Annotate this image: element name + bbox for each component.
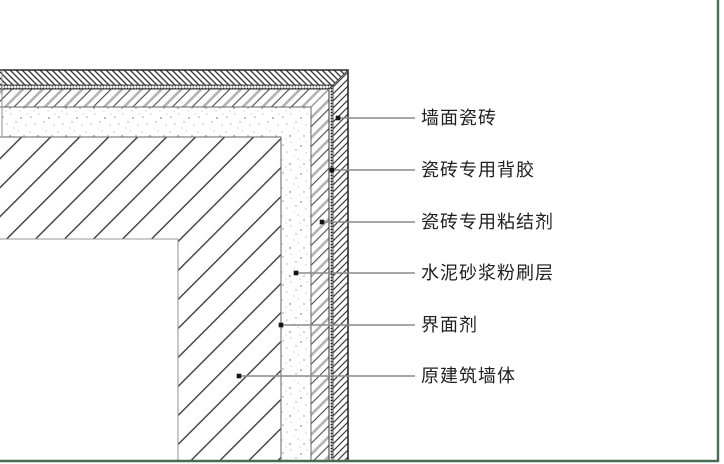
label-tile-back-glue: 瓷砖专用背胶 xyxy=(421,160,535,180)
wall-section-layers xyxy=(0,70,348,460)
marker-cement-mortar xyxy=(293,270,299,276)
layer-wall-tile-horizontal xyxy=(0,70,348,85)
layer-original-wall xyxy=(0,137,281,460)
adhesive-corner-miter xyxy=(310,88,330,108)
label-cement-mortar-plaster: 水泥砂浆粉刷层 xyxy=(421,263,554,283)
label-tile-adhesive: 瓷砖专用粘结剂 xyxy=(421,212,554,232)
layer-wall-tile-vertical xyxy=(333,70,348,460)
tile-corner-miter xyxy=(332,69,349,86)
callout-markers xyxy=(236,115,341,379)
layer-back-glue-horizontal xyxy=(0,85,333,89)
marker-wall-tile xyxy=(335,115,341,121)
interface-agent-line xyxy=(0,136,282,460)
label-original-wall: 原建筑墙体 xyxy=(421,366,516,386)
marker-tile-back-glue xyxy=(329,167,335,173)
layer-boundaries xyxy=(0,69,349,460)
marker-interface-agent xyxy=(278,322,284,328)
callout-leaders xyxy=(239,117,415,377)
layer-cement-mortar-horizontal xyxy=(0,107,311,137)
label-wall-tile: 墙面瓷砖 xyxy=(421,108,497,128)
marker-tile-adhesive xyxy=(319,219,325,225)
layer-tile-adhesive-vertical xyxy=(311,89,329,460)
layer-cement-mortar-vertical xyxy=(281,107,311,460)
label-interface-agent: 界面剂 xyxy=(421,315,478,335)
wall-inner-edge xyxy=(0,238,179,460)
glue-corner-miter xyxy=(328,84,334,90)
callout-labels: 墙面瓷砖 瓷砖专用背胶 瓷砖专用粘结剂 水泥砂浆粉刷层 界面剂 原建筑墙体 xyxy=(421,108,554,386)
layer-tile-adhesive-horizontal xyxy=(0,89,329,107)
marker-original-wall xyxy=(236,373,242,379)
